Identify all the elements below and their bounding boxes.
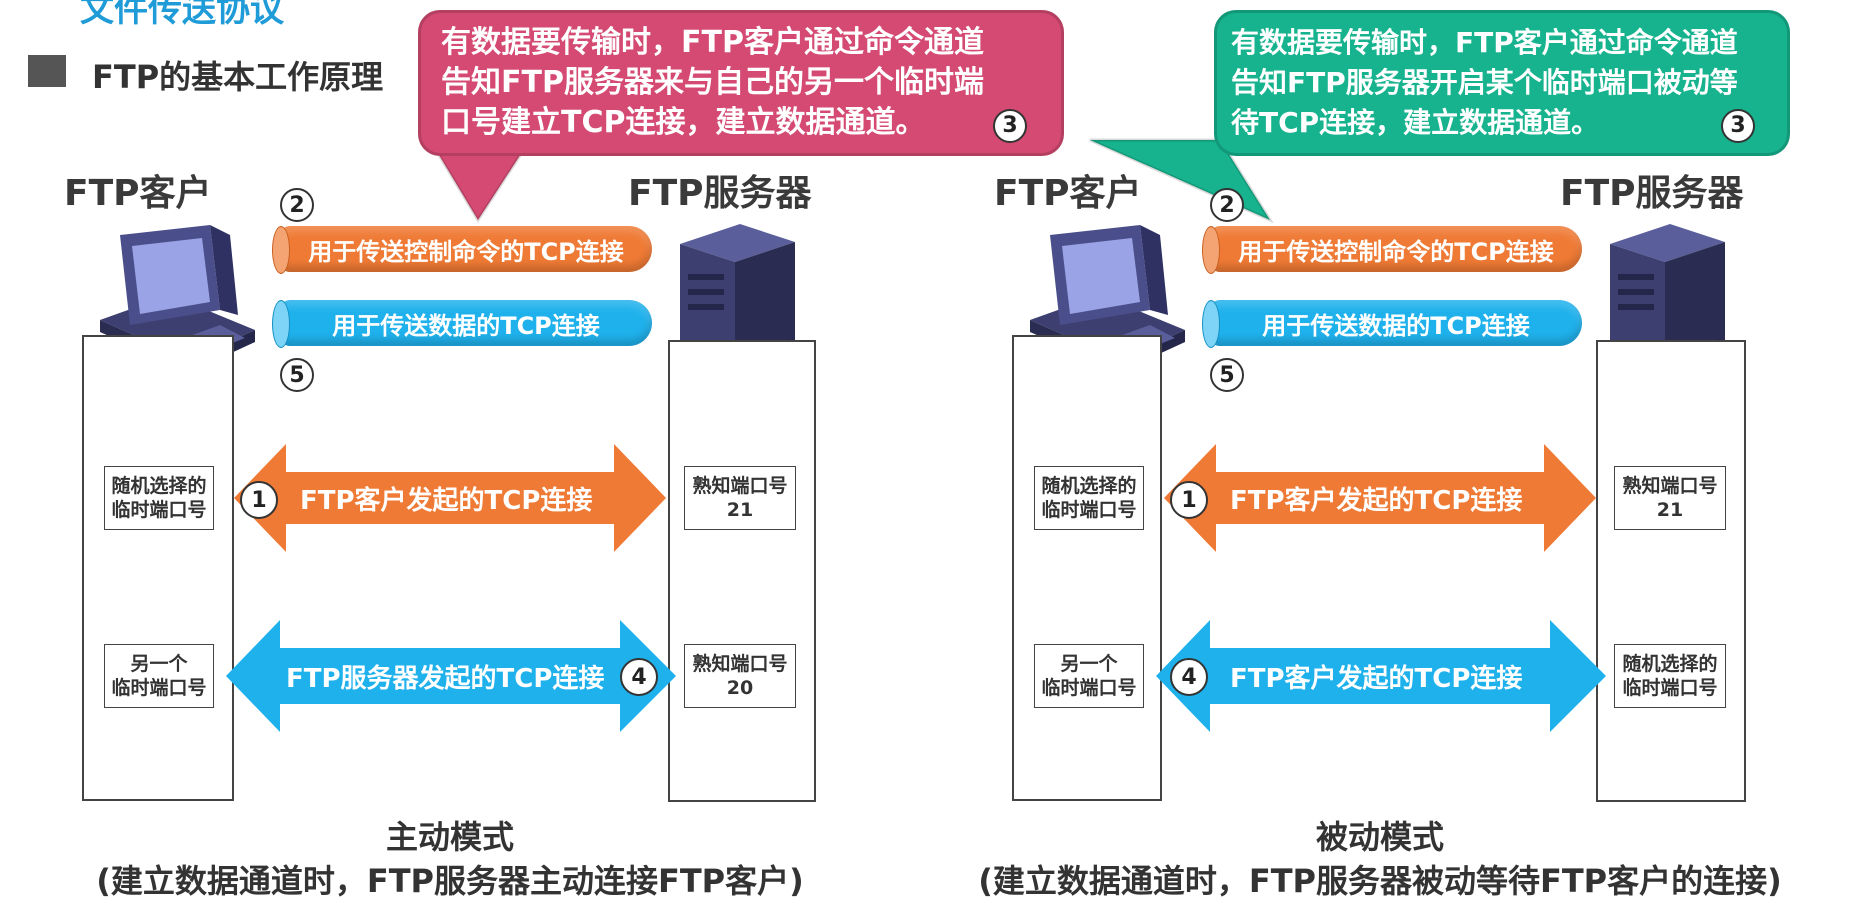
- passive-mode-description: (建立数据通道时，FTP服务器被动等待FTP客户的连接): [978, 862, 1782, 900]
- port-line: 21: [1656, 499, 1684, 521]
- passive-server-column: [1596, 340, 1746, 802]
- server-port-box-2: 熟知端口号 20: [684, 644, 796, 708]
- active-server-label: FTP服务器: [628, 173, 812, 214]
- port-line: 另一个: [130, 653, 188, 675]
- control-connection-pipe: 用于传送控制命令的TCP连接: [1202, 226, 1582, 274]
- active-mode-title: 主动模式: [385, 818, 514, 856]
- port-line: 临时端口号: [111, 677, 207, 699]
- pipe-cap: [1202, 226, 1220, 274]
- control-pipe-label: 用于传送控制命令的TCP连接: [308, 237, 624, 266]
- bubble-line: 告知FTP服务器开启某个临时端口被动等: [1231, 66, 1738, 99]
- client-port-box-2: 另一个 临时端口号: [104, 644, 214, 708]
- active-mode-panel: 有数据要传输时，FTP客户通过命令通道 告知FTP服务器来与自己的另一个临时端 …: [0, 0, 1064, 907]
- arrow-client-initiated-label-2: FTP客户发起的TCP连接: [1230, 664, 1523, 694]
- active-explanation-bubble: 有数据要传输时，FTP客户通过命令通道 告知FTP服务器来与自己的另一个临时端 …: [418, 10, 1064, 156]
- arrow-shape: [1156, 620, 1606, 732]
- step-5-badge: 5: [280, 358, 314, 392]
- passive-explanation-bubble: 有数据要传输时，FTP客户通过命令通道 告知FTP服务器开启某个临时端口被动等 …: [1214, 10, 1790, 156]
- port-line: 随机选择的: [111, 475, 207, 497]
- control-connection-pipe: 用于传送控制命令的TCP连接: [272, 226, 652, 274]
- bubble-line: 口号建立TCP连接，建立数据通道。: [441, 105, 926, 140]
- port-line: 临时端口号: [1041, 677, 1137, 699]
- step-1-badge: 1: [1170, 481, 1208, 519]
- passive-mode-panel: 有数据要传输时，FTP客户通过命令通道 告知FTP服务器开启某个临时端口被动等 …: [930, 0, 1866, 907]
- pipe-cap: [1202, 300, 1220, 348]
- port-line: 20: [726, 677, 754, 699]
- arrow-client-initiated-label: FTP客户发起的TCP连接: [1230, 486, 1523, 516]
- top-title-cut: 文件传送协议: [80, 0, 284, 30]
- bubble-line: 告知FTP服务器来与自己的另一个临时端: [441, 65, 984, 100]
- step-1-badge: 1: [240, 481, 278, 519]
- bubble-line: 有数据要传输时，FTP客户通过命令通道: [441, 25, 984, 60]
- active-arrows: [226, 444, 676, 732]
- client-port-box: 随机选择的 临时端口号: [1034, 466, 1144, 530]
- passive-arrows: [1156, 444, 1606, 732]
- step-3-badge: 3: [993, 109, 1027, 143]
- client-port-box: 随机选择的 临时端口号: [104, 466, 214, 530]
- step-5-badge: 5: [1210, 358, 1244, 392]
- bubble-line: 待TCP连接，建立数据通道。: [1231, 106, 1600, 139]
- section-heading: FTP的基本工作原理: [92, 58, 384, 96]
- port-line: 随机选择的: [1041, 475, 1137, 497]
- server-port-box-2: 随机选择的 临时端口号: [1614, 644, 1726, 708]
- heading-square-icon: [28, 55, 66, 87]
- step-2-badge: 2: [1210, 188, 1244, 222]
- client-port-box-2: 另一个 临时端口号: [1034, 644, 1144, 708]
- active-server-column: [668, 340, 816, 802]
- server-port-box: 熟知端口号 21: [1614, 466, 1726, 530]
- step-3-badge: 3: [1721, 109, 1755, 143]
- data-pipe-label: 用于传送数据的TCP连接: [332, 311, 600, 340]
- port-line: 另一个: [1060, 653, 1118, 675]
- pipe-cap: [272, 226, 290, 274]
- active-client-label: FTP客户: [64, 173, 212, 214]
- active-client-column: [82, 335, 234, 801]
- port-line: 熟知端口号: [692, 475, 788, 497]
- step-4-badge: 4: [620, 658, 658, 696]
- data-connection-pipe: 用于传送数据的TCP连接: [272, 300, 652, 348]
- arrow-shape: [234, 444, 666, 552]
- port-line: 临时端口号: [111, 499, 207, 521]
- server-port-box: 熟知端口号 21: [684, 466, 796, 530]
- active-mode-description: (建立数据通道时，FTP服务器主动连接FTP客户): [96, 862, 804, 900]
- step-2-badge: 2: [280, 188, 314, 222]
- arrow-shape: [1164, 444, 1596, 552]
- passive-server-label: FTP服务器: [1560, 173, 1744, 214]
- port-line: 临时端口号: [1622, 677, 1718, 699]
- port-line: 临时端口号: [1041, 499, 1137, 521]
- step-4-badge: 4: [1170, 658, 1208, 696]
- passive-client-label: FTP客户: [994, 173, 1142, 214]
- data-pipe-label: 用于传送数据的TCP连接: [1262, 311, 1530, 340]
- arrow-client-initiated-label: FTP客户发起的TCP连接: [300, 486, 593, 516]
- bubble-line: 有数据要传输时，FTP客户通过命令通道: [1231, 26, 1738, 59]
- passive-mode-title: 被动模式: [1315, 818, 1444, 856]
- arrow-server-initiated-label: FTP服务器发起的TCP连接: [286, 664, 605, 694]
- port-line: 熟知端口号: [1622, 475, 1718, 497]
- port-line: 随机选择的: [1622, 653, 1718, 675]
- port-line: 熟知端口号: [692, 653, 788, 675]
- passive-client-column: [1012, 335, 1162, 801]
- control-pipe-label: 用于传送控制命令的TCP连接: [1238, 237, 1554, 266]
- pipe-cap: [272, 300, 290, 348]
- port-line: 21: [726, 499, 754, 521]
- arrow-shape: [226, 620, 676, 732]
- data-connection-pipe: 用于传送数据的TCP连接: [1202, 300, 1582, 348]
